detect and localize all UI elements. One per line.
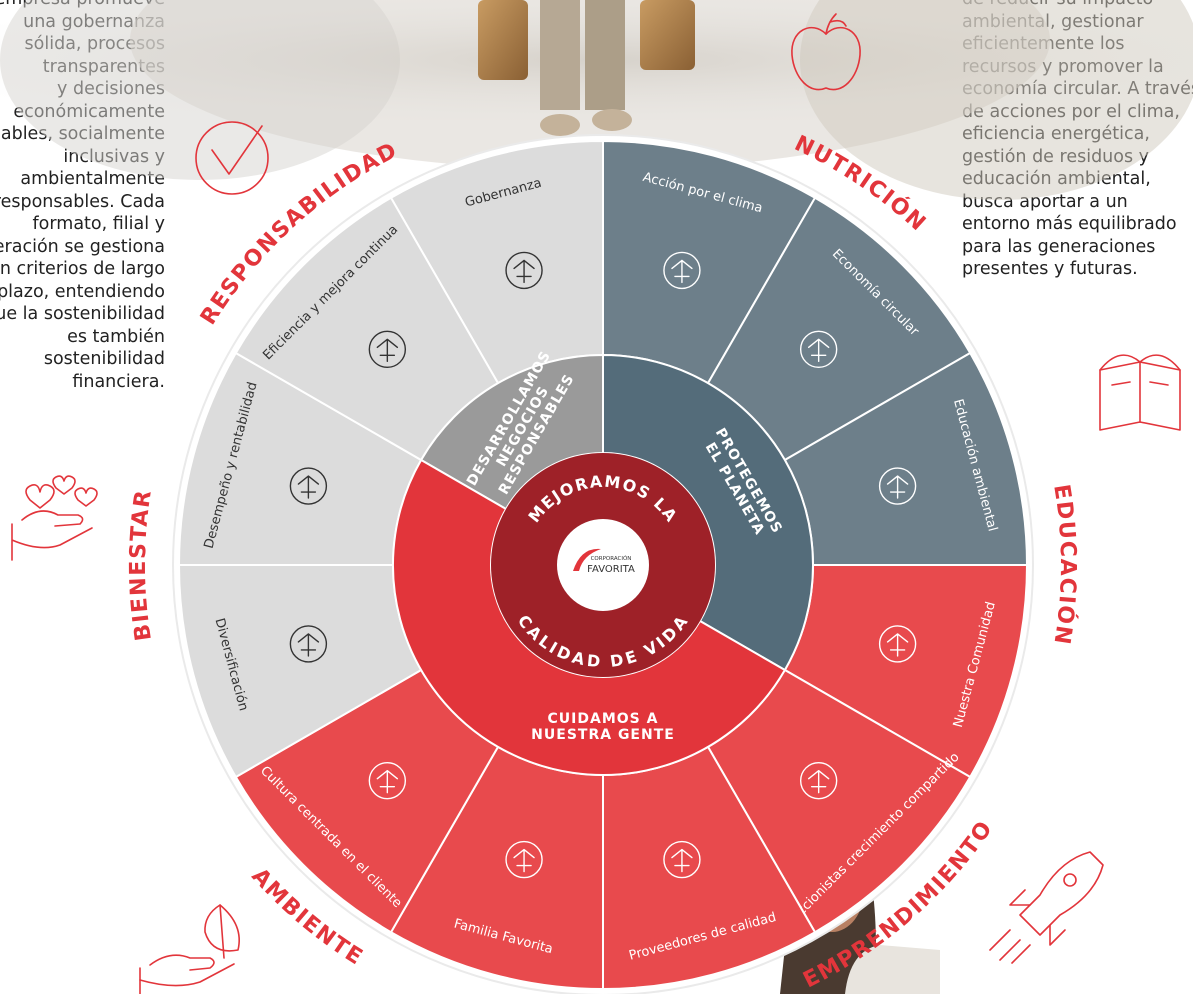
shareholders-icon	[799, 761, 838, 800]
left-paragraph-line: sostenibilidad	[43, 349, 165, 369]
globe-icon	[663, 251, 701, 290]
checkmark-circle-icon	[195, 121, 269, 195]
left-paragraph-line: que la sostenibilidad	[0, 304, 165, 324]
community-icon	[878, 625, 917, 663]
open-book-icon	[1099, 354, 1181, 431]
pillar-gente-label-line: CUIDAMOS A	[548, 711, 659, 727]
left-paragraph-line: financiera.	[72, 371, 165, 392]
left-paragraph-line: con criterios de largo	[0, 259, 165, 279]
pillar-gente-label-line: NUESTRA GENTE	[531, 727, 675, 743]
left-paragraph-line: es también	[67, 326, 165, 347]
left-paragraph-line: operación se gestiona	[0, 236, 165, 257]
right-paragraph-line: presentes y futuras.	[962, 259, 1138, 279]
left-paragraph-line: responsables. Cada	[0, 191, 165, 212]
outer-label-bienestar: BIENESTAR	[126, 488, 157, 643]
outer-label-educacion: EDUCACIÓN	[1048, 483, 1080, 647]
handshake-icon	[505, 251, 543, 290]
flowchart-icon	[368, 330, 407, 369]
outer-icons	[11, 13, 1181, 994]
circular-money-icon	[799, 330, 838, 369]
logo-small-text: CORPORACIÓN	[591, 555, 632, 562]
apple-icon	[791, 13, 861, 91]
hand-leaf-icon	[139, 904, 240, 994]
customer-culture-icon	[368, 761, 407, 800]
rocket-icon	[989, 851, 1104, 964]
left-paragraph-line: plazo, entendiendo	[0, 281, 165, 302]
suppliers-icon	[663, 840, 701, 879]
chart-icon	[289, 467, 328, 505]
favorita-logo: CORPORACIÓN FAVORITA	[573, 548, 635, 575]
left-paragraph-line: ambientalmente	[20, 169, 165, 189]
hand-hearts-icon	[11, 475, 98, 561]
arrows-split-icon	[289, 625, 328, 663]
right-paragraph-line: para las generaciones	[962, 236, 1156, 257]
shopper-photo	[478, 0, 695, 136]
book-plant-icon	[878, 467, 917, 505]
right-paragraph-line: entorno más equilibrado	[962, 214, 1177, 234]
left-paragraph-line: formato, filial y	[32, 214, 165, 234]
logo-badge	[557, 519, 649, 611]
logo-big-text: FAVORITA	[587, 564, 635, 575]
family-icon	[505, 840, 543, 879]
